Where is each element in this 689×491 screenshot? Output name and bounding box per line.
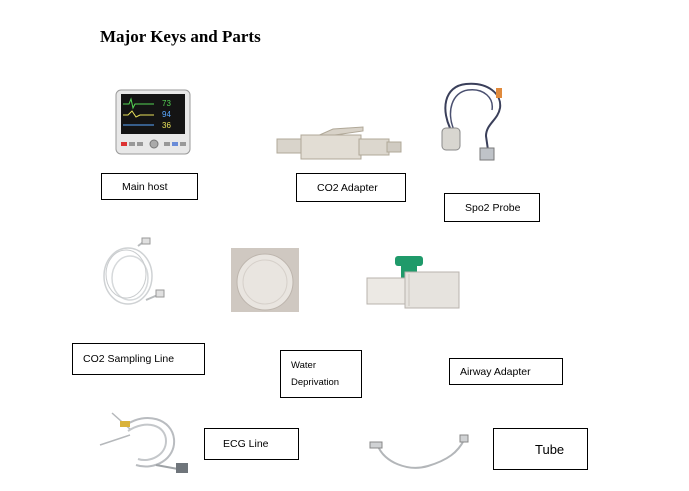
spo2-probe-image (441, 82, 502, 161)
ecg-line-image (99, 412, 188, 473)
label-main-host: Main host (101, 173, 198, 200)
label-airway-adapter: Airway Adapter (449, 358, 563, 385)
monitor-reading-1: 73 (162, 99, 171, 108)
label-ecg-line: ECG Line (204, 428, 299, 460)
monitor-reading-3: 36 (162, 121, 171, 130)
co2-adapter-image (276, 126, 402, 160)
water-deprivation-image (231, 248, 299, 312)
monitor-reading-2: 94 (162, 110, 171, 119)
label-water-deprivation: Water Deprivation (280, 350, 362, 398)
label-co2-adapter: CO2 Adapter (296, 173, 406, 202)
main-host-image: 73 94 36 (115, 89, 191, 155)
airway-adapter-image (366, 256, 460, 309)
label-water-deprivation-line-1: Water (291, 360, 316, 371)
label-spo2-probe: Spo2 Probe (444, 193, 540, 222)
tube-image (369, 434, 469, 469)
label-co2-sampling-line: CO2 Sampling Line (72, 343, 205, 375)
co2-sampling-line-image (103, 237, 165, 305)
page-title: Major Keys and Parts (100, 27, 261, 46)
label-tube: Tube (493, 428, 588, 470)
label-water-deprivation-line-2: Deprivation (291, 377, 340, 388)
